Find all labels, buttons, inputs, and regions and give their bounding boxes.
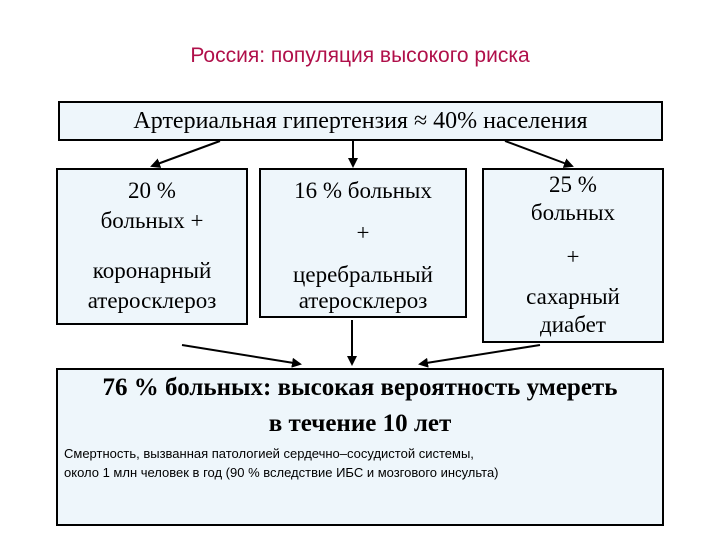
diabetes-label: сахарный (526, 284, 620, 309)
hypertension-box: Артериальная гипертензия ≈ 40% населения (58, 101, 663, 141)
diabetes-plus: + (566, 244, 580, 269)
outcome-line-1: 76 % больных: высокая вероятность умерет… (102, 374, 618, 401)
coronary-patients: больных + (100, 208, 204, 233)
cerebral-atherosclerosis: атеросклероз (298, 288, 428, 313)
mortality-note-line-1: Смертность, вызванная патологией сердечн… (64, 446, 474, 461)
mortality-note-line-2: около 1 млн человек в год (90 % вследств… (64, 465, 499, 480)
cerebral-label: церебральный (293, 262, 433, 287)
mortality-note: Смертность, вызванная патологией сердечн… (64, 444, 499, 482)
arrow-from-diabetes (418, 344, 541, 368)
cerebral-plus: + (356, 220, 370, 245)
cerebral-percent: 16 % больных (294, 178, 432, 203)
coronary-label: коронарный (92, 258, 212, 283)
outcome-line-2: в течение 10 лет (268, 410, 452, 437)
page-title: Россия: популяция высокого риска (190, 44, 530, 67)
hypertension-label: Артериальная гипертензия ≈ 40% населения (133, 108, 588, 134)
diabetes-box: 25 % больных + сахарный диабет (482, 168, 664, 343)
arrow-to-coronary (150, 140, 221, 168)
coronary-atherosclerosis: атеросклероз (87, 288, 217, 313)
arrow-to-diabetes (504, 140, 574, 168)
diabetes-diabetes: диабет (540, 312, 606, 337)
diabetes-patients: больных (530, 200, 616, 225)
coronary-box: 20 % больных + коронарный атеросклероз (56, 168, 248, 325)
diabetes-percent: 25 % (549, 172, 597, 197)
coronary-percent: 20 % (128, 178, 176, 203)
outcome-box: 76 % больных: высокая вероятность умерет… (56, 368, 664, 526)
cerebral-box: 16 % больных + церебральный атеросклероз (259, 168, 467, 318)
arrow-from-coronary (181, 344, 302, 368)
